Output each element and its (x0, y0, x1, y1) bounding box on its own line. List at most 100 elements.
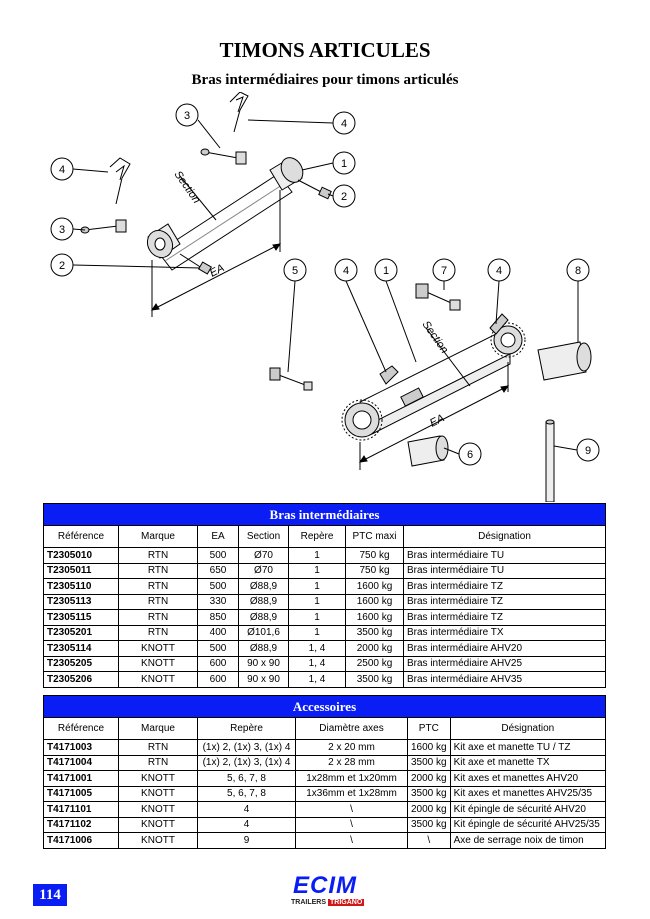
table2-cell: T4171101 (43, 801, 119, 818)
table2-cell: T4171003 (43, 739, 119, 756)
table-header-row: Référence Marque Repère Diamètre axes PT… (43, 717, 607, 740)
table1-header-4: Repère (288, 525, 346, 548)
table1-cell: Ø70 (238, 562, 289, 579)
table1-band: Bras intermédiaires (43, 503, 606, 526)
table2-cell: (1x) 2, (1x) 3, (1x) 4 (197, 754, 296, 771)
table2-header-0: Référence (43, 717, 119, 740)
table1-cell: Bras intermédiaire AHV35 (403, 671, 606, 688)
table2-cell: 9 (197, 832, 296, 849)
table2-cell: Kit épingle de sécurité AHV20 (449, 801, 607, 818)
callout-4-top: 4 (341, 118, 347, 130)
table1-cell: Bras intermédiaire AHV20 (403, 640, 606, 657)
table1-cell: RTN (118, 609, 198, 626)
callout-1-knott: 1 (383, 265, 389, 277)
table1-cell: 650 (197, 562, 239, 579)
table2-cell: 1x28mm et 1x20mm (295, 770, 408, 787)
table1-cell: 2000 kg (345, 640, 404, 657)
table-header-row: Référence Marque EA Section Repère PTC m… (43, 525, 606, 548)
table1-cell: T2305115 (43, 609, 119, 626)
callout-3-left: 3 (59, 224, 65, 236)
table2-cell: 1x36mm et 1x28mm (295, 785, 408, 802)
table1-cell: 850 (197, 609, 239, 626)
table1-cell: KNOTT (118, 655, 198, 672)
table1-cell: Bras intermédiaire TU (403, 547, 606, 564)
table1-header-5: PTC maxi (345, 525, 404, 548)
table1-cell: 1600 kg (345, 578, 404, 595)
table2-cell: T4171001 (43, 770, 119, 787)
callout-1-top: 1 (341, 158, 347, 170)
section-label-bottom: Section (420, 319, 451, 356)
callout-2-left: 2 (59, 260, 65, 272)
table1-cell: Ø88,9 (238, 609, 289, 626)
table2-cell: Kit épingle de sécurité AHV25/35 (449, 816, 607, 833)
table2-header-5: Désignation (449, 717, 607, 740)
table2-cell: RTN (118, 739, 198, 756)
table2-cell: KNOTT (118, 832, 198, 849)
ea-label-bottom: EA (428, 412, 447, 429)
table1-cell: 1 (288, 624, 346, 641)
table2-cell: 4 (197, 816, 296, 833)
table1-cell: 750 kg (345, 562, 404, 579)
table2-cell: Kit axes et manettes AHV25/35 (449, 785, 607, 802)
table1-cell: 400 (197, 624, 239, 641)
table2-cell: Kit axe et manette TU / TZ (449, 739, 607, 756)
knott-arm-drawing (269, 283, 592, 502)
table1-cell: 600 (197, 671, 239, 688)
callout-7: 7 (441, 265, 447, 277)
callout-4-left: 4 (59, 164, 65, 176)
table1-cell: RTN (118, 593, 198, 610)
table1-cell: 3500 kg (345, 624, 404, 641)
table2-header-4: PTC (407, 717, 451, 740)
page-title: TIMONS ARTICULES (219, 38, 431, 62)
table2-cell: 3500 kg (407, 754, 451, 771)
table1-cell: 1 (288, 593, 346, 610)
ea-label-top: EA (208, 262, 227, 279)
table2-cell: 2000 kg (407, 801, 451, 818)
callout-6: 6 (467, 449, 473, 461)
table2-cell: 2 x 20 mm (295, 739, 408, 756)
logo-text: ECIM (293, 872, 357, 899)
table2-header-3: Diamètre axes (295, 717, 408, 740)
table1-cell: 90 x 90 (238, 655, 289, 672)
table1-cell: 750 kg (345, 547, 404, 564)
table1-cell: Bras intermédiaire AHV25 (403, 655, 606, 672)
table-band-row: Accessoires (43, 695, 606, 718)
table1-header-0: Référence (43, 525, 119, 548)
table1-cell: 1, 4 (288, 640, 346, 657)
table1-cell: Ø70 (238, 547, 289, 564)
table2-header-2: Repère (197, 717, 296, 740)
table2-cell: KNOTT (118, 816, 198, 833)
table1-cell: 500 (197, 640, 239, 657)
table1-cell: 1 (288, 609, 346, 626)
table2-cell: T4171006 (43, 832, 119, 849)
table2-cell: 3500 kg (407, 816, 451, 833)
table1-cell: Bras intermédiaire TZ (403, 593, 606, 610)
table2-cell: T4171005 (43, 785, 119, 802)
table2-cell: Kit axe et manette TX (449, 754, 607, 771)
logo-sub: TRAILERS (291, 899, 326, 906)
table-band-row: Bras intermédiaires (43, 503, 606, 526)
table1-cell: KNOTT (118, 671, 198, 688)
table1-cell: Ø88,9 (238, 578, 289, 595)
table1-cell: T2305010 (43, 547, 119, 564)
table2-cell: 4 (197, 801, 296, 818)
table1-cell: Bras intermédiaire TU (403, 562, 606, 579)
table2-cell: \ (295, 801, 408, 818)
table2-cell: (1x) 2, (1x) 3, (1x) 4 (197, 739, 296, 756)
table1-cell: T2305113 (43, 593, 119, 610)
table1-cell: T2305011 (43, 562, 119, 579)
bras-intermediaires-table: Bras intermédiaires Référence Marque EA … (43, 503, 606, 688)
callouts-bottom (283, 258, 600, 466)
table2-cell: \ (407, 832, 451, 849)
